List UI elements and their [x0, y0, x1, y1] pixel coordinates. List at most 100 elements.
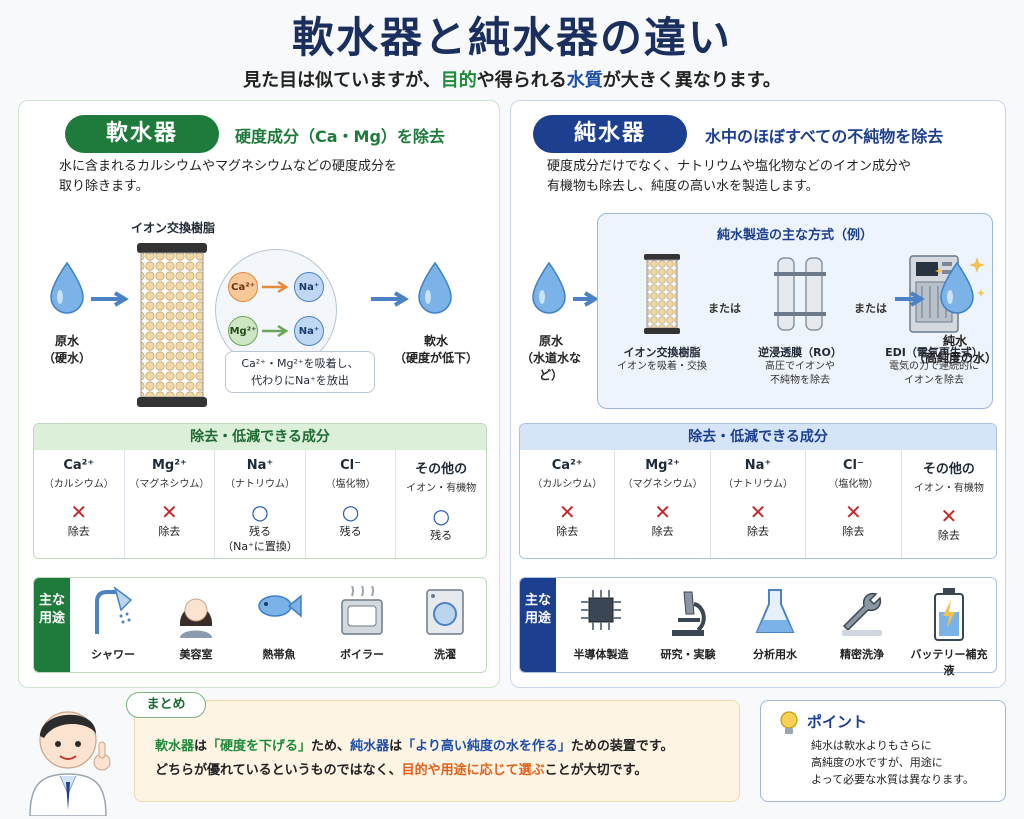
- softener-uses: 主な 用途 シャワー美容室熱帯魚ボイラー洗濯: [33, 577, 487, 673]
- uses-tab-line2: 用途: [38, 611, 65, 626]
- removal-result: 残る: [248, 525, 271, 538]
- purifier-description: 硬度成分だけでなく、ナトリウムや塩化物などのイオン成分や 有機物も除去し、純度の…: [547, 157, 987, 197]
- ion-symbol: Cl⁻: [842, 458, 864, 473]
- point-box: ポイント 純水は軟水よりもさらに 高純度の水ですが、用途に よって必要な水質は異…: [760, 700, 1006, 802]
- wrench-icon: [821, 586, 903, 642]
- method-ion-exchange: イオン交換樹脂 イオンを吸着・交換: [602, 252, 722, 374]
- method-ro: 逆浸透膜（RO） 高圧でイオンや 不純物を除去: [740, 252, 860, 388]
- summary-box: 軟水器は「硬度を下げる」ため、純水器は「より高い純度の水を作る」ための装置です。…: [134, 700, 740, 802]
- method-name: イオン交換樹脂: [623, 346, 701, 359]
- ion-name: （ナトリウム）: [723, 479, 794, 490]
- point-title: ポイント: [807, 713, 868, 731]
- arrow-right-icon: [262, 280, 289, 294]
- cross-mark-icon: ✕: [161, 500, 178, 524]
- use-item: 精密洗浄: [821, 586, 903, 662]
- ion-name: （塩化物）: [828, 479, 879, 490]
- boiler-icon: [321, 586, 403, 642]
- uses-tab: 主な 用途: [34, 578, 70, 672]
- uses-tab: 主な 用途: [520, 578, 556, 672]
- flask-icon: [734, 586, 816, 642]
- ion-exchange-bubble: Ca²⁺ Na⁺ Mg²⁺ Na⁺: [215, 249, 337, 371]
- mg-ion-badge: Mg²⁺: [228, 316, 258, 346]
- soft-water-sub: （硬度が低下）: [393, 351, 478, 365]
- removal-result: 残る: [339, 525, 362, 538]
- ca-ion-badge: Ca²⁺: [228, 272, 258, 302]
- use-item: 研究・実験: [647, 586, 729, 662]
- point-line3: よって必要な水質は異なります。: [811, 773, 975, 786]
- removal-result: 除去: [556, 525, 579, 538]
- softener-headline: 硬度成分（Ca・Mg）を除去: [235, 127, 445, 146]
- use-label: 洗濯: [434, 648, 456, 661]
- subtitle-pre: 見た目は似ていますが、: [243, 70, 441, 91]
- arrow-right-icon: [262, 324, 289, 338]
- ion-name: （カルシウム）: [43, 479, 114, 490]
- ion-symbol: Mg²⁺: [645, 458, 681, 473]
- summary-text-part: ことが大切です。: [544, 763, 648, 778]
- use-item: バッテリー補充液: [908, 586, 990, 678]
- arrow-right-icon: [91, 291, 129, 307]
- circle-mark-icon: ○: [432, 504, 450, 528]
- or-text: または: [854, 302, 887, 315]
- use-label: シャワー: [91, 648, 135, 661]
- cross-mark-icon: ✕: [940, 504, 958, 528]
- use-label: バッテリー補充液: [910, 648, 988, 677]
- arrow-right-icon: [371, 291, 409, 307]
- ion-symbol: Na⁺: [744, 458, 772, 473]
- cross-mark-icon: ✕: [70, 500, 88, 524]
- method-box: 純水製造の主な方式（例） イオン交換樹脂 イオンを吸着・交換 または 逆浸透膜（…: [597, 213, 993, 409]
- softener-desc-line1: 水に含まれるカルシウムやマグネシウムなどの硬度成分を: [59, 159, 398, 174]
- use-label: ボイラー: [340, 648, 384, 661]
- removal-result: 除去: [937, 529, 960, 542]
- summary-line1: 軟水器は「硬度を下げる」ため、純水器は「より高い純度の水を作る」ための装置です。: [155, 735, 674, 759]
- point-line2: 高純度の水ですが、用途に: [811, 756, 943, 769]
- removal-result: 除去: [842, 525, 865, 538]
- purifier-raw-water-text: 原水: [538, 334, 563, 348]
- summary-text-part: ため、: [311, 739, 351, 754]
- use-item: 分析用水: [734, 586, 816, 662]
- use-item: ボイラー: [321, 586, 403, 662]
- ion-name: （マグネシウム）: [622, 479, 703, 490]
- pure-water-sparkle-drop-icon: [935, 257, 985, 314]
- ion-cell: Ca²⁺ （カルシウム） ✕除去: [520, 450, 616, 558]
- summary-tag: まとめ: [126, 692, 206, 718]
- ion-name: （マグネシウム）: [129, 479, 210, 490]
- ion-name: イオン・有機物: [913, 483, 984, 494]
- removal-result: 除去: [67, 525, 90, 538]
- uses-tab-line1: 主な: [524, 593, 551, 608]
- summary-purifier: 純水器: [350, 739, 390, 754]
- removal-result: 除去: [747, 525, 770, 538]
- cross-mark-icon: ✕: [654, 500, 671, 524]
- method-edi: EDI（電気再生式） 電気の力で連続的に イオンを除去: [874, 252, 994, 388]
- purifier-panel: 純水器 水中のほぼすべての不純物を除去 硬度成分だけでなく、ナトリウムや塩化物な…: [510, 100, 1006, 688]
- purifier-headline: 水中のほぼすべての不純物を除去: [705, 127, 944, 146]
- purifier-desc-line1: 硬度成分だけでなく、ナトリウムや塩化物などのイオン成分や: [547, 159, 912, 174]
- uses-tab-line2: 用途: [524, 611, 551, 626]
- softener-panel: 軟水器 硬度成分（Ca・Mg）を除去 水に含まれるカルシウムやマグネシウムなどの…: [18, 100, 500, 688]
- subtitle-purpose: 目的: [440, 70, 477, 91]
- ion-symbol: Ca²⁺: [63, 458, 95, 473]
- resin-label: イオン交換樹脂: [131, 221, 216, 235]
- exchange-note: Ca²⁺・Mg²⁺を吸着し、 代わりにNa⁺を放出: [225, 351, 375, 393]
- cross-mark-icon: ✕: [558, 500, 576, 524]
- or-text: または: [708, 302, 741, 315]
- resin-column-icon: [644, 254, 680, 334]
- summary-softener: 軟水器: [155, 739, 195, 754]
- use-label: 美容室: [179, 648, 213, 661]
- purifier-desc-line2: 有機物も除去し、純度の高い水を製造します。: [547, 179, 819, 194]
- washing-machine-icon: [404, 586, 486, 642]
- ion-name: イオン・有機物: [406, 483, 477, 494]
- subtitle-post: が大きく異なります。: [602, 70, 781, 91]
- ion-symbol: Cl⁻: [340, 458, 361, 473]
- microscope-icon: [647, 586, 729, 642]
- summary-softener-purpose: 「硬度を下げる」: [207, 739, 312, 754]
- ion-name: （カルシウム）: [532, 479, 603, 490]
- page-title: 軟水器と純水器の違い: [291, 13, 732, 62]
- removal-result: 残る: [430, 529, 453, 542]
- pure-water-text: 純水: [942, 334, 967, 348]
- pure-water-label: 純水 （高純度の水）: [907, 333, 1003, 367]
- ion-symbol: Ca²⁺: [551, 458, 583, 473]
- ion-name: （塩化物）: [325, 479, 376, 490]
- method-desc: イオンを除去: [904, 375, 964, 386]
